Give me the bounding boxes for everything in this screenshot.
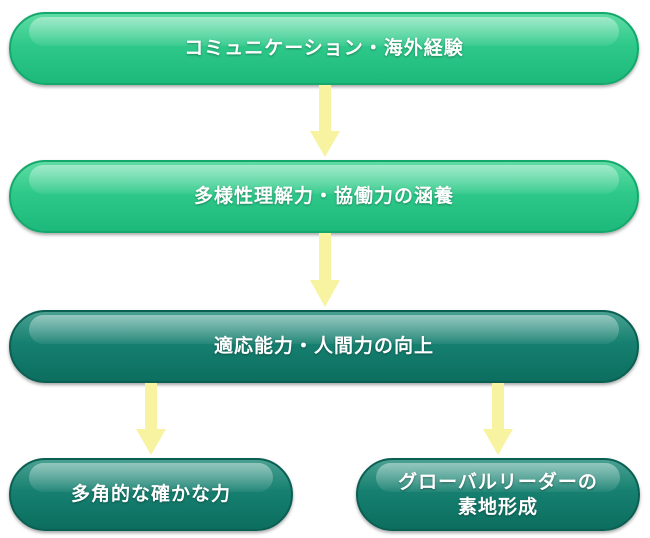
node-label: グローバルリーダーの 素地形成 — [398, 470, 598, 518]
node-label: 多様性理解力・協働力の涵養 — [193, 185, 454, 208]
node-label: コミュニケーション・海外経験 — [184, 37, 464, 60]
node-global-leader-foundation: グローバルリーダーの 素地形成 — [356, 458, 640, 531]
arrow-down-left — [136, 383, 166, 455]
node-diversity-understanding: 多様性理解力・協働力の涵養 — [9, 160, 639, 233]
node-adaptability-humanity: 適応能力・人間力の向上 — [9, 310, 639, 383]
node-multifaceted-ability: 多角的な確かな力 — [9, 458, 293, 531]
node-communication-overseas-experience: コミュニケーション・海外経験 — [9, 12, 639, 85]
arrow-down-1 — [310, 85, 340, 157]
arrow-down-right — [483, 383, 513, 455]
node-label: 多角的な確かな力 — [70, 483, 231, 506]
node-label: 適応能力・人間力の向上 — [213, 335, 434, 358]
arrow-down-2 — [310, 233, 340, 307]
